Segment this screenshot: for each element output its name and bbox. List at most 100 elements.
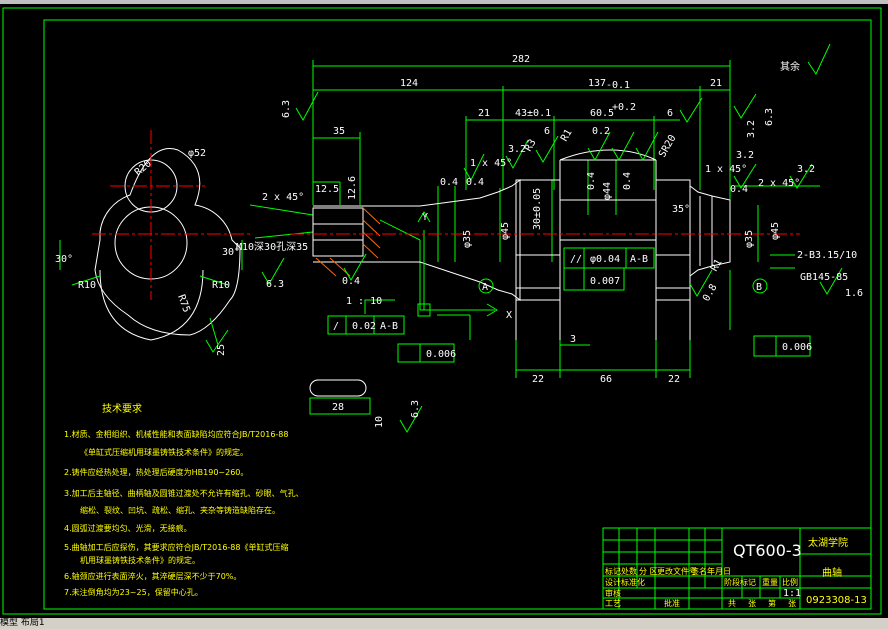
drawing-number: 0923308-13: [806, 595, 867, 606]
ra-3-2-b: 3.2: [736, 150, 754, 161]
ra-left: 6.3: [281, 100, 292, 118]
tb-review-1: 工艺: [605, 599, 621, 608]
sr20-label: SR20: [657, 133, 679, 159]
surface-remaining: 其余: [780, 60, 800, 73]
tol-runout-symbol: /: [333, 321, 339, 332]
tol-par-value: φ0.04: [590, 254, 620, 265]
tb-row-label-3: 更改文件号: [657, 566, 697, 576]
tb-design-5: 重量: [762, 577, 778, 587]
dim-60: 60.5: [590, 108, 614, 119]
req-line-4: 3.加工后主轴径、曲柄轴及圆锥过渡处不允许有缩孔、砂眼、气孔、: [64, 488, 304, 498]
tb-design-4: 阶段标记: [724, 577, 756, 587]
tol-cyl-left: 0.006: [426, 349, 456, 360]
dim-6-b: 6: [667, 108, 673, 119]
tb-row-label-5: 年月日: [707, 566, 731, 576]
phi45-left: φ45: [500, 222, 511, 240]
tb-review-5: 第: [768, 598, 776, 608]
dim-21-right: 21: [710, 78, 722, 89]
tb-review-2: 批准: [664, 598, 680, 608]
chamfer-left: 2 x 45°: [262, 192, 304, 203]
tb-design-1: 标准化: [621, 577, 645, 587]
scale-value: 1:1: [783, 588, 801, 599]
part-name-label: 曲轴: [822, 566, 842, 579]
material-label: QT600-3: [733, 541, 802, 560]
ucs-x-label: X: [506, 310, 512, 321]
req-line-8: 机用球墨铸铁技术条件》的规定。: [80, 555, 200, 565]
dim-30: 30±0.05: [532, 188, 543, 230]
standard: GB145-85: [800, 272, 848, 283]
dim-12-5: 12.5: [315, 184, 339, 195]
datum-b: B: [756, 282, 762, 293]
ang30-a: 30°: [55, 254, 73, 265]
req-line-6: 4.圆弧过渡要均匀、光滑，无接痕。: [64, 523, 192, 533]
center-hole: 2-B3.15/10: [797, 250, 857, 261]
phi52-label: φ52: [188, 148, 206, 159]
main-view-part: [309, 149, 731, 397]
tolerance-frames: [309, 247, 811, 415]
tol-runout-datum: A-B: [380, 321, 398, 332]
dim-22-b: 22: [668, 374, 680, 385]
tb-review-0: 审核: [605, 588, 621, 598]
ra-6-3-c: 6.3: [266, 279, 284, 290]
dim-35: 35: [333, 126, 345, 137]
req-line-5: 缩松、裂纹、凹坑、疏松、缩孔、夹杂等铸造缺陷存在。: [80, 505, 280, 515]
tol-runout-value: 0.02: [352, 321, 376, 332]
tb-design-6: 比例: [782, 577, 798, 587]
dim-137-tol: -0.1: [606, 80, 630, 91]
chamfer-1x45-right: 1 x 45°: [705, 164, 747, 175]
datum-a-circle: [478, 278, 494, 294]
phi35-right: φ35: [744, 230, 755, 248]
dim-0-2: 0.2: [592, 126, 610, 137]
requirements-title: 技术要求: [102, 402, 142, 415]
angle-35: 35°: [672, 204, 690, 215]
ra-3-2-c: 3.2: [797, 164, 815, 175]
title-block: [602, 527, 872, 610]
dim-12-6: 12.6: [347, 176, 358, 200]
dim-6-a: 6: [544, 126, 550, 137]
ra-0-4-d: 0.4: [622, 172, 633, 190]
tol-cyl-value: 0.007: [590, 276, 620, 287]
layout-tabs[interactable]: 模型 布局1: [0, 618, 45, 628]
datum-b-circle: [752, 278, 768, 294]
dim-43: 43±0.1: [515, 108, 551, 119]
r1-b-label: R1: [709, 258, 725, 274]
roughness-symbols: [205, 43, 843, 433]
tb-review-4: 张: [748, 599, 756, 608]
tb-row-label-2: 分 区: [639, 567, 658, 576]
r10-a-label: R10: [78, 280, 96, 291]
dim-22-a: 22: [532, 374, 544, 385]
req-line-2: 《单缸式压缩机用球墨铸铁技术条件》的规定。: [80, 447, 248, 457]
inner-frame: [43, 19, 872, 610]
command-line[interactable]: 模型 布局1: [0, 618, 888, 629]
centerlines: [92, 130, 800, 300]
ra-6-3-d: 6.3: [410, 400, 421, 418]
tol-par-symbol: //: [570, 254, 582, 265]
dim-66: 66: [600, 374, 612, 385]
tb-review-3: 共: [728, 599, 736, 608]
tb-row-label-4: 签名: [691, 566, 707, 576]
r1-label: R1: [559, 128, 575, 144]
phi44-label: φ44: [602, 182, 613, 200]
dim-60-tol: +0.2: [612, 102, 636, 113]
req-line-7: 5.曲轴加工后应探伤，其要求应符合JB/T2016-88《单缸式压缩: [64, 542, 289, 552]
ucs-y-label: Y: [422, 212, 428, 223]
ra-0-4-e: 0.4: [730, 184, 748, 195]
tb-design-0: 设计: [605, 577, 621, 587]
dim-137: 137: [588, 78, 606, 89]
outer-frame: [2, 7, 882, 615]
window-top-strip: [0, 0, 888, 4]
req-line-1: 1.材质、金相组织、机械性能和表面缺陷均应符合JB/T2016-88: [64, 429, 289, 439]
phi35-left: φ35: [462, 230, 473, 248]
ra-0-4-f: 0.4: [342, 276, 360, 287]
ra-25: 25: [216, 344, 227, 356]
ra-6-3-b: 6.3: [764, 108, 775, 126]
r3-label: R3: [523, 138, 539, 154]
ra-3-2-d: 3.2: [746, 120, 757, 138]
ra-0-4-a: 0.4: [440, 177, 458, 188]
req-line-10: 7.未注倒角均为23~25，保留中心孔。: [64, 587, 203, 597]
section-hatch: [315, 207, 381, 277]
dim-3: 3: [570, 334, 576, 345]
tb-row-label-1: 处数: [621, 566, 637, 576]
req-line-3: 2.铸件应经热处理，热处理后硬度为HB190~260。: [64, 467, 248, 477]
